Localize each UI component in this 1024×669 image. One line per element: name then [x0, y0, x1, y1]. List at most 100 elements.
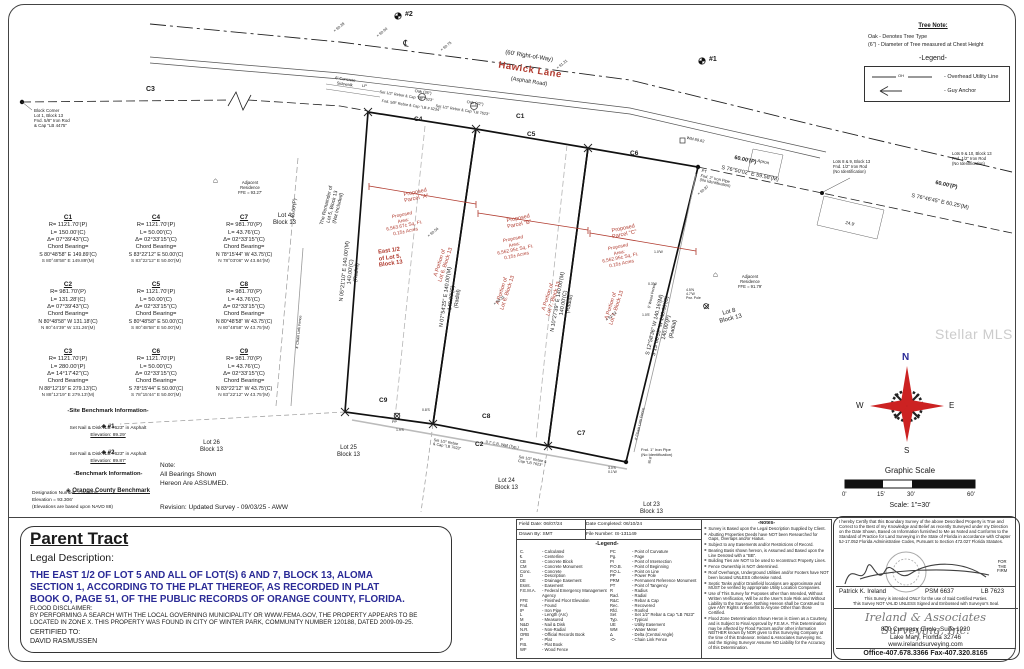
lot-23-label: Lot 23 Block 13	[640, 502, 664, 515]
curve-chord-header: Chord Bearing=	[47, 244, 89, 251]
row-line-left	[21, 99, 369, 112]
benchmark-icon: ◈	[66, 487, 71, 494]
abbr-entry: R&C- Rebar & Cap	[610, 597, 659, 603]
curve-label-c9: C9	[379, 397, 388, 404]
firm-website: www.irelandsurveying.com	[888, 641, 963, 648]
lot-24-label: Lot 24 Block 13	[495, 478, 519, 491]
certified-to-name: DAVID RASMUSSEN	[30, 638, 98, 645]
certified-to-heading: CERTIFIED TO:	[30, 629, 81, 636]
abbr-entry: P.O.B.- Point of Beginning	[610, 563, 669, 569]
notes-title: -Notes-	[757, 521, 776, 526]
curve-length: L= 50.00'(C)	[140, 229, 172, 236]
platted-lot-line-1	[394, 125, 426, 419]
curve-label-c7: C7	[577, 430, 586, 437]
light-pole-label: LP	[362, 83, 367, 88]
firm-name: Ireland & Associates Surveying, Inc.	[864, 610, 987, 638]
curve-radius: R= 981.70'(P)	[226, 222, 262, 229]
house-icon: ⌂	[213, 176, 218, 185]
offset-label-3: 1.0'W	[654, 250, 663, 254]
firm-phone: Office-407.678.3366 Fax-407.320.8165	[863, 650, 988, 657]
tree-note-line-2: (6") - Diameter of Tree measured at Ches…	[868, 42, 984, 48]
curve-chord-measured: N 80°44'39" W 131.26'(M)	[40, 325, 96, 331]
info-panel: Field Date: 06/07/24 Date Completed: 06/…	[516, 519, 832, 659]
abbr-entry: Typ.- Typical	[610, 617, 648, 623]
lot-line-extension-1	[420, 423, 434, 513]
curve-delta: Δ= 07°39'43"(C)	[47, 237, 89, 243]
oak-tree-icon	[418, 93, 478, 110]
guy-anchor-icon	[879, 86, 902, 96]
note-item: ► Survey is Based upon the Legal Descrip…	[704, 525, 826, 531]
sidewalk-lines	[325, 83, 381, 98]
note-bullet-icon: ►	[704, 570, 708, 574]
site-benchmark-title: -Site Benchmark Information-	[67, 408, 149, 414]
compass-north-label: N	[902, 352, 910, 363]
abbr-entry: Esmt.- Easement	[520, 583, 564, 589]
curve-length: L= 280.00'(P)	[50, 363, 86, 370]
offset-label-4: 0.3'W	[648, 282, 657, 286]
curve-chord-header: Chord Bearing=	[135, 244, 177, 251]
curve-chord-measured: N 80°48'58" W 43.75'(M)	[218, 325, 270, 331]
adjacent-residence-1: Adjacent Residence FFE = 93.27'	[238, 180, 262, 195]
note-bullet-icon: ►	[704, 564, 708, 569]
surveyor-lb: LB 7623	[981, 588, 1005, 595]
found-pipe-se	[623, 459, 629, 465]
offset-label-6: 3.0'S 0.1'W	[608, 466, 617, 475]
lots89-leader	[822, 177, 851, 193]
curve-chord-measured: S 83°22'12" E 50.00'(M)	[131, 258, 181, 264]
abbr-entry: CB- Concrete Block	[520, 558, 573, 564]
pavement-edge-2	[149, 62, 821, 159]
abbr-entry: UE- Utility Easement	[610, 622, 665, 628]
curve-chord-calculated: N 80°48'58" W 43.75'(C)	[215, 318, 273, 325]
lots-8-9-label: Lots 8 & 9, Block 13 Fnd. 1/2" Iron Rod …	[833, 159, 871, 174]
block-corner-leader	[21, 101, 33, 111]
abbr-entry: C.- Calculated	[520, 549, 565, 554]
curve-radius: R= 1121.70'(P)	[136, 289, 176, 296]
curve-chord-header: Chord Bearing=	[47, 378, 89, 385]
fnd-pipe-label: Fnd. 1" Iron Pipe (No Identification)	[641, 447, 673, 457]
abbr-entry: PI- Point of Intersection	[610, 558, 672, 564]
benchmark-1-label: #1	[709, 56, 717, 63]
certification-text: I hereby Certify that this Boundary Surv…	[839, 519, 1011, 544]
note-item: ► Building Ties are NOT to be used to re…	[704, 558, 826, 564]
tree-note-line-1: Oak - Denotes Tree Type	[868, 34, 928, 40]
curve-delta: Δ= 02°33'15"(C)	[223, 237, 265, 243]
abbr-entry: PC- Point of Curvature	[610, 549, 669, 554]
curve-table: C2 R= 981.70'(P) L= 131.28'(C) Δ= 07°39'…	[24, 281, 112, 334]
curve-radius: R= 1121.70'(P)	[48, 356, 88, 363]
benchmark-icon	[394, 12, 706, 65]
curve-radius: R= 1121.70'(P)	[136, 222, 176, 229]
county-benchmark-datum: (Elevations are based upon NAVD 88)	[32, 505, 113, 510]
lot-26-label: Lot 26 Block 13	[200, 440, 224, 453]
power-pole-tie-label: 4.5'N 4.7'W Pwr. Pole	[686, 288, 701, 301]
line-break-symbol	[227, 91, 252, 111]
tree-note-title: Tree Note:	[918, 23, 948, 29]
scale-ratio: Scale: 1"=30'	[889, 502, 931, 509]
curve-radius: R= 981.70'(P)	[50, 289, 86, 296]
scale-tick-15: 15'	[877, 492, 885, 498]
county-benchmark-designation: Designation Number: L-645-09	[32, 491, 98, 496]
benchmark-1-elev: Elevation: 89.29'	[90, 433, 126, 438]
curve-table: C6 R= 1121.70'(P) L= 50.00'(C) Δ= 02°33'…	[112, 348, 200, 401]
surveyor-psm: PSM 6637	[925, 588, 954, 595]
curve-label-c3: C3	[146, 86, 155, 93]
surveyor-name: Patrick K. Ireland	[839, 588, 887, 595]
note-item: ► Fence Ownership is NOT determined.	[704, 564, 779, 570]
curve-radius: R= 1121.70'(P)	[136, 356, 176, 363]
firm-address-2: Lake Mary, Florida 32746	[890, 634, 961, 641]
abbr-entry: -O-- Chain Link Fence	[610, 636, 668, 642]
compass-west-label: W	[856, 401, 864, 410]
abbr-entry: P- Plat	[520, 636, 552, 642]
stellar-mls-watermark: Stellar MLS	[935, 326, 1013, 342]
curve-chord-measured: S 78°15'44" E 50.00'(M)	[131, 392, 181, 398]
curve-chord-calculated: N 83°22'12" W 43.75'(C)	[215, 385, 273, 392]
abbr-entry: Rad.- Radial	[610, 592, 647, 598]
abbr-entry: F.E.M.A.- Federal Emergency Management A…	[520, 588, 607, 598]
platted-lot-line-2	[535, 144, 568, 441]
title-block-separator	[8, 517, 1016, 518]
abbr-entry: Conc.- Concrete	[520, 568, 562, 574]
abbr-entry: Rec.- Recovered	[610, 602, 655, 608]
curve-table: C3 R= 1121.70'(P) L= 280.00'(P) Δ= 14°17…	[24, 348, 112, 401]
note-item: ► Subject to any Easements and/or Restri…	[704, 542, 814, 548]
curve-table: C1 R= 1121.70'(P) L= 150.00'(C) Δ= 07°39…	[24, 214, 112, 267]
